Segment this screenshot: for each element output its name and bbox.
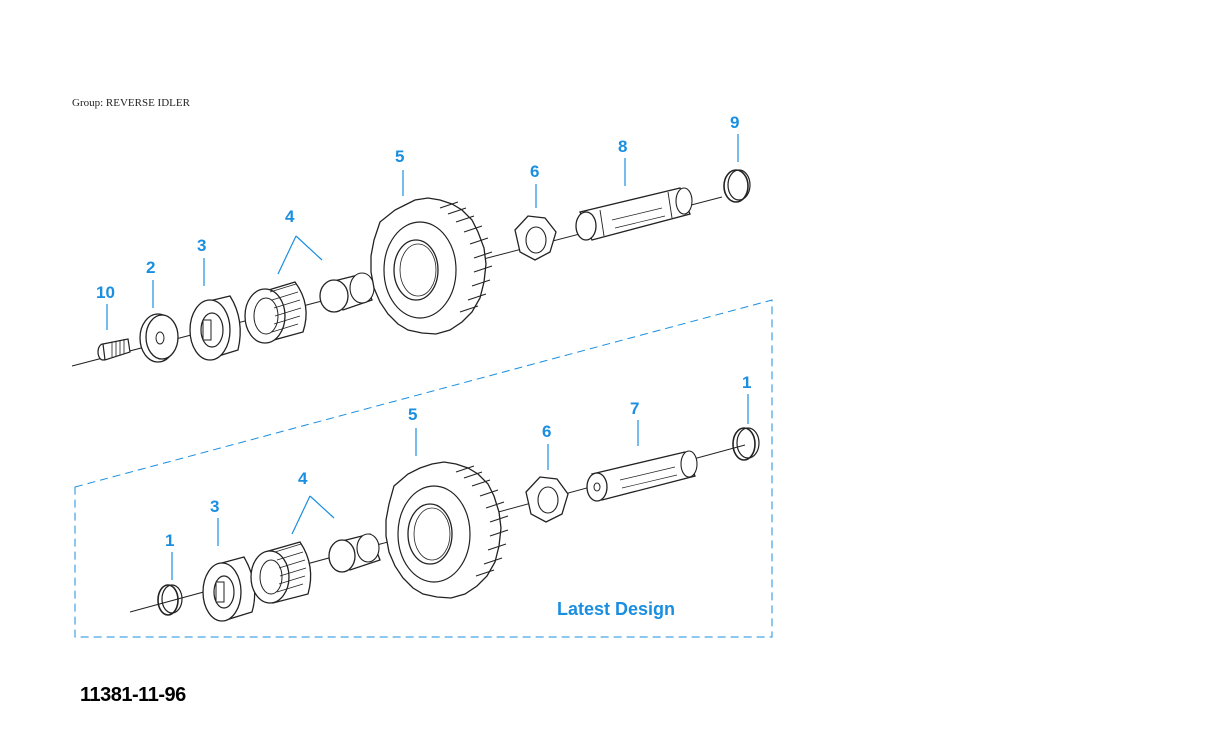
part-10-bolt bbox=[97, 338, 131, 361]
callout-top-2: 2 bbox=[146, 258, 155, 277]
part-3-ring-bottom bbox=[202, 556, 256, 622]
callout-bottom-6: 6 bbox=[542, 422, 551, 441]
callout-bottom-5: 5 bbox=[408, 405, 417, 424]
latest-design-label: Latest Design bbox=[557, 599, 675, 619]
part-4-roller-bearing bbox=[244, 281, 307, 344]
group-title: Group: REVERSE IDLER bbox=[72, 97, 190, 109]
callout-bottom-7: 7 bbox=[630, 399, 639, 418]
part-4-sleeve-bottom bbox=[328, 533, 381, 573]
part-3-ring bbox=[189, 295, 241, 361]
part-5-gear-bottom bbox=[385, 461, 509, 599]
latest-design-frame bbox=[74, 299, 773, 638]
callout-top-10: 10 bbox=[96, 283, 115, 302]
callout-top-3: 3 bbox=[197, 236, 206, 255]
top-assembly: 10 2 3 4 5 6 8 9 bbox=[71, 113, 751, 367]
part-5-gear bbox=[370, 197, 493, 335]
part-4-sleeve bbox=[319, 272, 375, 313]
part-4-roller-bearing-bottom bbox=[250, 541, 312, 604]
part-8-shaft bbox=[575, 187, 693, 241]
callout-top-4: 4 bbox=[285, 207, 295, 226]
callout-top-9: 9 bbox=[730, 113, 739, 132]
callout-bottom-3: 3 bbox=[210, 497, 219, 516]
callout-top-8: 8 bbox=[618, 137, 627, 156]
part-7-shaft bbox=[586, 450, 698, 502]
bottom-assembly: 1 3 4 5 6 7 1 Latest Design bbox=[129, 373, 760, 622]
part-1-snap-ring-right bbox=[732, 427, 760, 461]
callout-top-6: 6 bbox=[530, 162, 539, 181]
callout-bottom-1-right: 1 bbox=[742, 373, 751, 392]
figure-id: 11381-11-96 bbox=[80, 684, 186, 706]
part-6-thrust-washer-bottom bbox=[525, 476, 569, 523]
callout-bottom-1-left: 1 bbox=[165, 531, 174, 550]
callout-bottom-4: 4 bbox=[298, 469, 308, 488]
callout-top-5: 5 bbox=[395, 147, 404, 166]
part-2-washer bbox=[139, 313, 179, 363]
part-9-snap-ring bbox=[723, 169, 751, 203]
part-1-snap-ring-left bbox=[157, 584, 183, 616]
part-6-thrust-washer bbox=[514, 215, 557, 261]
